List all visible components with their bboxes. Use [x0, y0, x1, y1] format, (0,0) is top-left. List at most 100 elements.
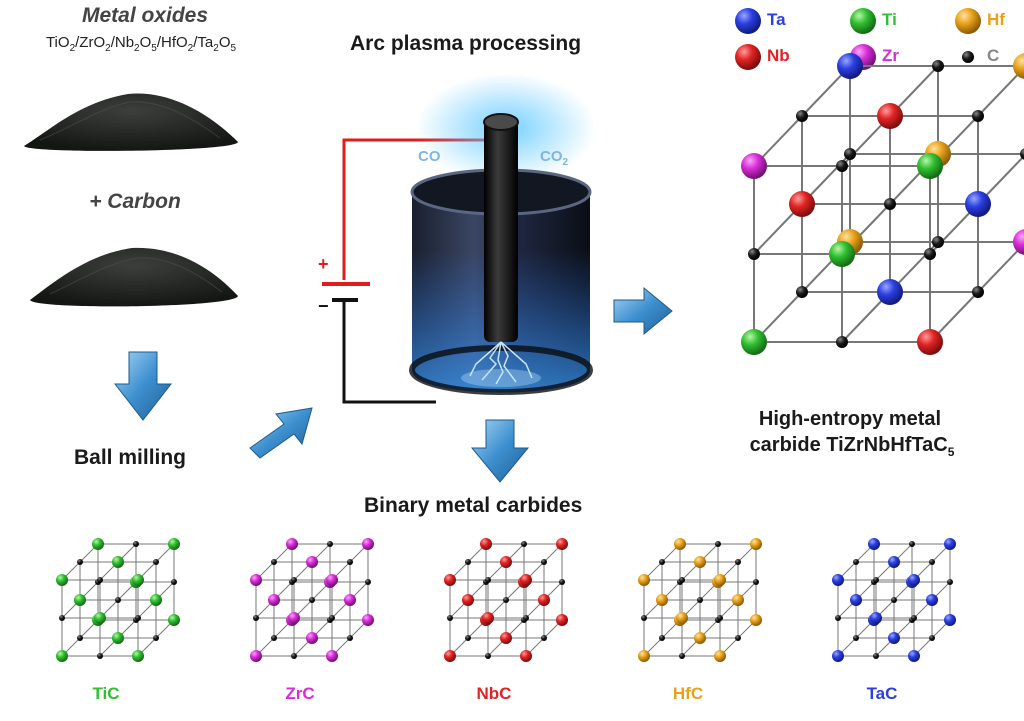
carbon-atom: [77, 635, 83, 641]
legend-symbol: Zr: [882, 46, 899, 66]
metal-atom: [674, 538, 686, 550]
carbon-atom: [97, 577, 103, 583]
right-arrow-icon: [613, 286, 673, 336]
metal-atom: [1013, 229, 1024, 255]
carbon-atom: [77, 559, 83, 565]
carbon-atom: [844, 148, 856, 160]
carbon-atom: [309, 597, 315, 603]
metal-atom: [362, 538, 374, 550]
formula-sub: 2: [213, 43, 219, 54]
metal-atom: [741, 153, 767, 179]
carbon-atom: [447, 615, 453, 621]
hea-crystal-lattice: [741, 53, 1024, 355]
carbon-atom: [853, 635, 859, 641]
metal-atom: [444, 650, 456, 662]
carbon-atom: [347, 559, 353, 565]
metal-atom: [888, 632, 900, 644]
carbon-atom: [253, 615, 259, 621]
carbon-atom: [715, 541, 721, 547]
legend-item-nb: Nb: [733, 42, 790, 72]
legend-symbol: Nb: [767, 46, 790, 66]
formula-part: /HfO: [156, 34, 188, 51]
carbon-atom: [679, 577, 685, 583]
legend-atom-icon: [962, 51, 974, 63]
metal-atom: [908, 650, 920, 662]
carbon-atom: [329, 615, 335, 621]
carbon-atom: [271, 559, 277, 565]
metal-atom: [917, 153, 943, 179]
carbon-atom: [503, 597, 509, 603]
binary-label-nbc: NbC: [476, 684, 512, 703]
carbon-atom: [717, 615, 723, 621]
carbon-atom: [679, 653, 685, 659]
carbon-atom: [853, 559, 859, 565]
metal-atom: [888, 556, 900, 568]
metal-atom: [306, 632, 318, 644]
metal-atom: [944, 614, 956, 626]
legend-atom-icon: [955, 8, 981, 34]
formula-sub: 5: [230, 43, 237, 54]
metal-atom: [750, 538, 762, 550]
binary-lattice-tac: [832, 538, 956, 662]
metal-atom: [917, 329, 943, 355]
metal-atom: [908, 574, 920, 586]
metal-atom: [462, 594, 474, 606]
formula-part: O: [218, 34, 231, 51]
carbon-atom: [559, 579, 565, 585]
down-arrow-icon: [113, 351, 173, 421]
legend-symbol: Hf: [987, 10, 1005, 30]
metal-atom: [694, 556, 706, 568]
hea-label-line1: High-entropy metal: [758, 408, 942, 430]
carbon-atom: [659, 559, 665, 565]
binary-title: Binary metal carbides: [364, 494, 583, 517]
metal-atom: [656, 594, 668, 606]
metal-atom: [789, 191, 815, 217]
metal-atom: [714, 574, 726, 586]
formula-sub: 2: [105, 43, 111, 54]
metal-atom: [288, 612, 300, 624]
carbon-atom: [97, 653, 103, 659]
carbon-atom: [924, 248, 936, 260]
carbon-atom: [153, 559, 159, 565]
carbon-atom: [735, 559, 741, 565]
legend-symbol: C: [987, 46, 1000, 66]
carbon-atom: [929, 635, 935, 641]
formula-part: /Ta: [193, 34, 214, 51]
metal-atom: [870, 612, 882, 624]
co2-sub: 2: [562, 157, 569, 168]
carbon-atom: [911, 615, 917, 621]
carbon-atom: [836, 336, 848, 348]
carbon-atom: [873, 653, 879, 659]
metal-atom: [638, 574, 650, 586]
metal-atom: [168, 538, 180, 550]
carbon-atom: [1020, 148, 1024, 160]
metal-atom: [112, 556, 124, 568]
metal-atom: [500, 556, 512, 568]
metal-atom: [829, 241, 855, 267]
legend-item-ti: Ti: [848, 6, 897, 36]
metal-atom: [132, 574, 144, 586]
formula-part: O: [139, 34, 152, 51]
carbon-atom: [909, 541, 915, 547]
carbon-atom: [135, 615, 141, 621]
metal-atom: [500, 632, 512, 644]
carbon-atom: [347, 635, 353, 641]
metal-atom: [306, 556, 318, 568]
carbon-atom: [521, 541, 527, 547]
carbon-atom: [541, 635, 547, 641]
metal-atom: [94, 612, 106, 624]
legend-atom-icon: [735, 8, 761, 34]
metal-atom: [714, 650, 726, 662]
metal-atom: [741, 329, 767, 355]
legend-symbol: Ti: [882, 10, 897, 30]
metal-atom: [56, 650, 68, 662]
metal-atom: [965, 191, 991, 217]
co-gas-label: CO: [418, 148, 441, 165]
metal-atom: [520, 650, 532, 662]
metal-atom: [150, 594, 162, 606]
carbon-powder-pile: [30, 247, 238, 307]
metal-atom: [556, 614, 568, 626]
oxides-formula: TiO2/ZrO2/Nb2O5/HfO2/Ta2O5: [0, 34, 282, 54]
binary-lattice-nbc: [444, 538, 568, 662]
carbon-atom: [59, 615, 65, 621]
